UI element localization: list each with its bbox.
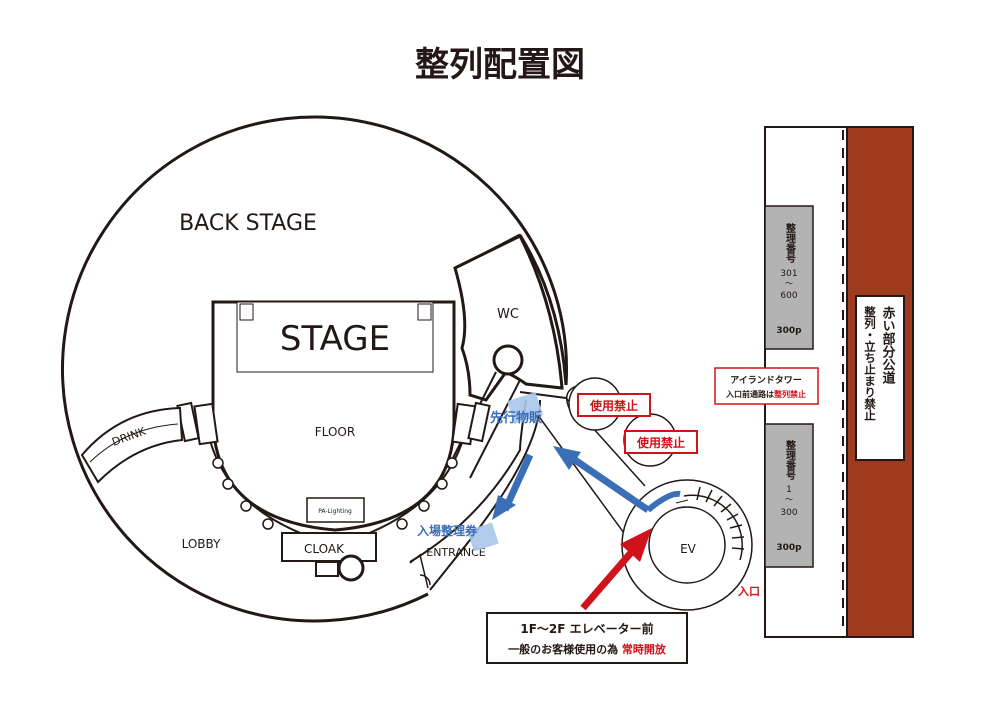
tower-notice: アイランドタワー 入口前通路は整列禁止 [714,367,819,405]
queue-upper-start: 301 [780,269,797,279]
queue-lower-price: 300p [776,543,802,553]
wc-pillar [492,344,524,376]
blue-arrowhead-left [553,446,581,470]
tower-notice-highlight: 整列禁止 [773,389,806,399]
queue-lower-title: 整理番号 [784,439,797,481]
stair-direction-arrow [675,499,689,504]
ev-label: EV [680,542,697,556]
cloak-label: CLOAK [304,542,345,556]
road-notice-line2: 整列・立ち止まり禁止 [863,305,877,421]
queue-upper-end: 600 [780,291,797,301]
tower-notice-line1: アイランドタワー [730,374,802,386]
road-notice: 赤い部分公道 整列・立ち止まり禁止 [855,295,905,461]
lobby-label: LOBBY [182,537,222,551]
blue-arrows [501,453,681,513]
cloak-pillar [337,554,365,582]
elevator-stair [621,479,753,611]
page-title: 整列配置図 [415,45,585,85]
elevator-notice-prefix: 一般のお客様使用の為 [508,642,622,656]
pa-lighting-booth [306,497,365,523]
prohibited-box-2: 使用禁止 [624,430,698,454]
elevator-notice-highlight: 常時開放 [622,642,667,656]
blue-markers [467,391,543,552]
entrance-mark: 入口 [738,585,760,598]
prohibited-label-1: 使用禁止 [589,398,638,413]
blue-arrowhead-down [492,495,516,520]
drink-counter [80,406,184,484]
queue-upper-tilde: 〜 [785,279,793,288]
elevator-notice-line1: 1F〜2F エレベーター前 [520,621,653,636]
stage-label: STAGE [280,319,390,359]
ticket-label: 入場整理券 [417,523,478,538]
stage [236,301,434,373]
back-stage-label: BACK STAGE [179,211,317,236]
prohibited-label-2: 使用禁止 [636,435,685,450]
floor-label: FLOOR [315,425,355,439]
queue-lower-start: 1 [786,485,792,495]
elevator-notice-line2: 一般のお客様使用の為 常時開放 [508,642,667,656]
entrance-label: ENTRANCE [426,546,486,559]
queue-upper-title: 整理番号 [784,222,797,264]
queue-lower-end: 300 [780,508,797,518]
pa-lighting-label: PA-Lighting [318,508,352,515]
wc-label: WC [497,307,519,322]
queue-lower-tilde: 〜 [785,495,793,504]
queue-block-upper: 整理番号 301 〜 600 300p [764,205,814,350]
queue-upper-price: 300p [776,326,802,336]
queue-block-lower: 整理番号 1 〜 300 300p [764,423,814,568]
merch-label: 先行物販 [490,410,543,426]
tower-notice-prefix: 入口前通路は [725,389,774,399]
elevator-notice: 1F〜2F エレベーター前 一般のお客様使用の為 常時開放 [486,612,688,664]
road-notice-line1: 赤い部分公道 [880,305,896,385]
floor-tables [212,457,458,530]
entrance-doors [409,553,431,589]
cloak-area [281,532,377,577]
red-arrow [580,528,652,611]
tower-notice-line2: 入口前通路は整列禁止 [725,389,806,399]
prohibited-box-1: 使用禁止 [577,393,651,417]
